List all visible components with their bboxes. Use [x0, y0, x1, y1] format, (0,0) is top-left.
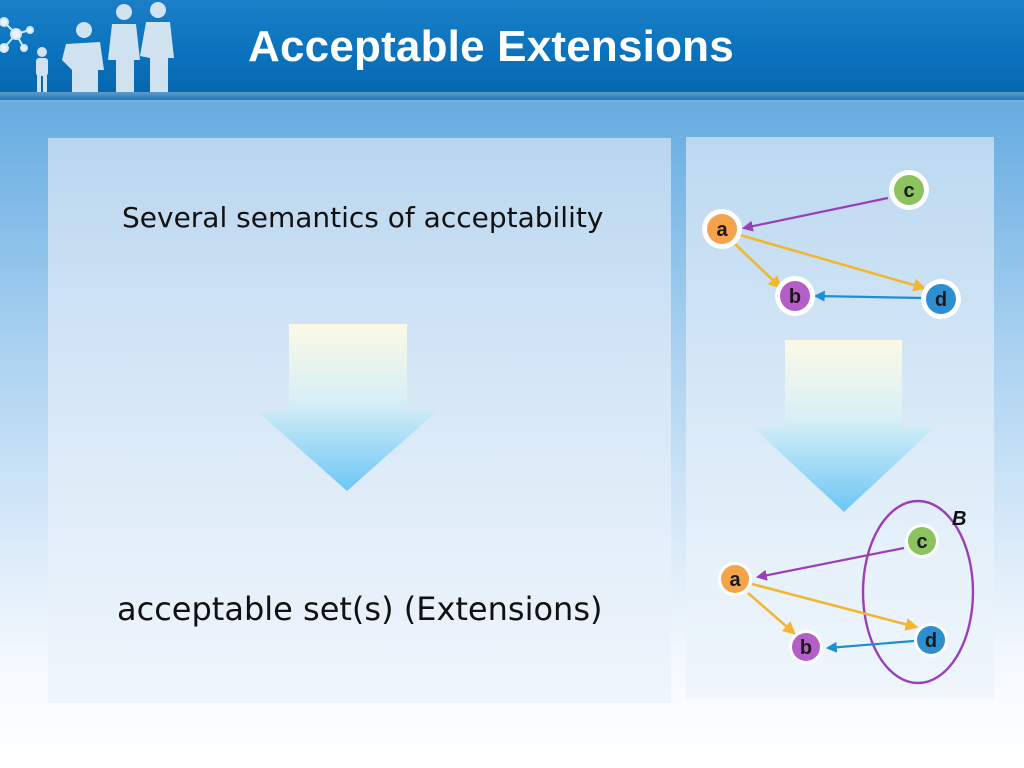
edge-d-b	[813, 290, 925, 302]
node-d-bottom: d	[914, 623, 948, 657]
edge-d-b-bottom	[825, 639, 915, 653]
node-d: d	[921, 279, 961, 319]
down-arrow-right-icon	[754, 340, 934, 512]
down-arrow-left-icon	[257, 324, 437, 491]
semantics-text: Several semantics of acceptability	[122, 201, 604, 234]
node-b-bottom-label: b	[800, 637, 812, 659]
argument-graph-top: c a b d	[702, 170, 961, 319]
node-b-bottom: b	[789, 630, 823, 664]
node-c: c	[889, 170, 929, 210]
argument-graph-bottom: B c a b d	[718, 499, 975, 685]
extension-label: B	[952, 508, 966, 530]
edge-c-a	[741, 196, 889, 232]
node-b-label: b	[789, 286, 801, 308]
node-a-label: a	[716, 219, 728, 241]
node-c-bottom: c	[905, 524, 939, 558]
node-c-bottom-label: c	[916, 531, 927, 553]
edge-a-b	[733, 242, 782, 289]
node-b: b	[775, 276, 815, 316]
edge-a-d-bottom	[751, 582, 919, 631]
header-shine	[0, 92, 1024, 104]
node-c-label: c	[903, 180, 914, 202]
extensions-text: acceptable set(s) (Extensions)	[117, 590, 603, 628]
node-a-bottom-label: a	[729, 569, 741, 591]
edge-c-a-bottom	[755, 546, 905, 581]
extension-ellipse	[861, 499, 975, 685]
node-a-bottom: a	[718, 562, 752, 596]
node-d-bottom-label: d	[925, 630, 937, 652]
slide-title: Acceptable Extensions	[248, 22, 734, 71]
edge-a-b-bottom	[747, 592, 796, 635]
edge-a-d	[739, 233, 927, 292]
node-a: a	[702, 209, 742, 249]
node-d-label: d	[935, 289, 947, 311]
people-logo-icon	[0, 2, 174, 92]
